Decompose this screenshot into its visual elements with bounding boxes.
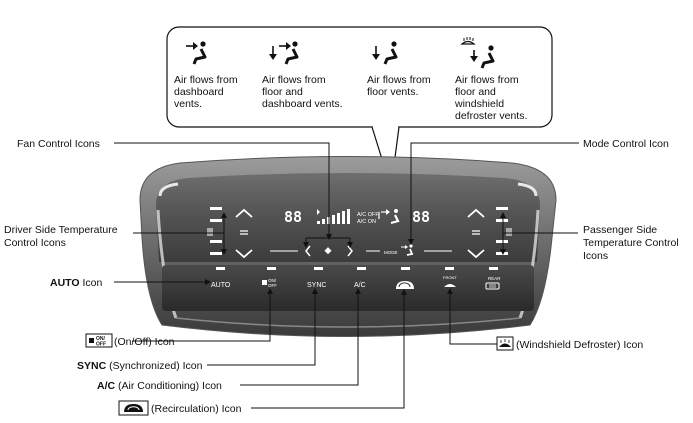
dashboard-vent-icon bbox=[186, 41, 207, 65]
fan-control-icons bbox=[270, 245, 380, 257]
floor-dashboard-vent-icon bbox=[269, 41, 299, 65]
panel-highlight-left bbox=[158, 182, 179, 197]
mode-small-label: MODE bbox=[384, 250, 398, 255]
rear-defroster-label: REAR bbox=[488, 276, 501, 281]
front-defroster-button[interactable]: FRONT bbox=[443, 275, 457, 287]
floor-defroster-vent-icon bbox=[460, 37, 495, 69]
callout-text-floor: Air flows from floor vents. bbox=[367, 74, 434, 98]
recirculation-badge-icon bbox=[118, 400, 149, 416]
leader-lines bbox=[114, 142, 579, 409]
callout-text-floor-defroster: Air flows from floor and windshield defr… bbox=[454, 74, 527, 122]
mode-callout-box bbox=[166, 26, 553, 128]
panel-highlight-right bbox=[517, 182, 538, 197]
onoff-badge-bottom: OFF bbox=[96, 342, 106, 348]
passenger-temp-label: Passenger Side Temperature Control Icons bbox=[583, 224, 682, 262]
defroster-badge-icon bbox=[496, 336, 514, 351]
mode-button-icon bbox=[401, 244, 414, 256]
floor-vent-icon bbox=[372, 41, 398, 65]
callout-text-floor-dashboard: Air flows from floor and dashboard vents… bbox=[262, 74, 343, 110]
onoff-badge-icon: ON/ OFF bbox=[85, 333, 113, 348]
onoff-button-bottom-label: OFF bbox=[268, 283, 277, 288]
onoff-badge-top: ON/ bbox=[96, 336, 106, 342]
button-row bbox=[162, 265, 534, 311]
onoff-button-top-label: ON/ bbox=[268, 278, 277, 283]
front-defroster-label: FRONT bbox=[443, 275, 457, 280]
leader-arrowheads bbox=[205, 212, 506, 295]
ac-button[interactable]: A/C bbox=[354, 282, 366, 289]
ac-icon-label: A/C (Air Conditioning) Icon bbox=[97, 380, 222, 392]
sync-icon-label: SYNC (Synchronized) Icon bbox=[77, 360, 203, 372]
auto-button[interactable]: AUTO bbox=[211, 282, 231, 289]
driver-temp-controls bbox=[207, 207, 253, 259]
onoff-button[interactable]: ON/ OFF bbox=[262, 278, 277, 288]
auto-icon-label: AUTO Icon bbox=[50, 277, 102, 289]
mode-display-icon bbox=[378, 209, 400, 225]
passenger-temp-readout: 88 bbox=[412, 208, 430, 226]
sync-button[interactable]: SYNC bbox=[307, 282, 326, 289]
ac-off-indicator: A/C OFF bbox=[357, 212, 379, 218]
passenger-temp-controls bbox=[467, 207, 512, 259]
defroster-icon-label: (Windshield Defroster) Icon bbox=[516, 339, 643, 351]
recirculation-icon-label: (Recirculation) Icon bbox=[151, 403, 242, 415]
driver-temp-readout: 88 bbox=[284, 208, 302, 226]
mode-control-label: Mode Control Icon bbox=[583, 138, 669, 150]
panel-lower-trim bbox=[175, 317, 521, 328]
driver-temp-label: Driver Side Temperature Control Icons bbox=[4, 224, 121, 249]
callout-text-dashboard: Air flows from dashboard vents. bbox=[174, 74, 241, 110]
recirculation-button[interactable] bbox=[396, 281, 414, 289]
fan-control-label: Fan Control Icons bbox=[17, 138, 100, 150]
onoff-icon-label: (On/Off) Icon bbox=[114, 336, 175, 348]
ac-on-indicator: A/C ON bbox=[357, 219, 376, 225]
rear-defroster-button[interactable]: REAR bbox=[485, 276, 501, 290]
